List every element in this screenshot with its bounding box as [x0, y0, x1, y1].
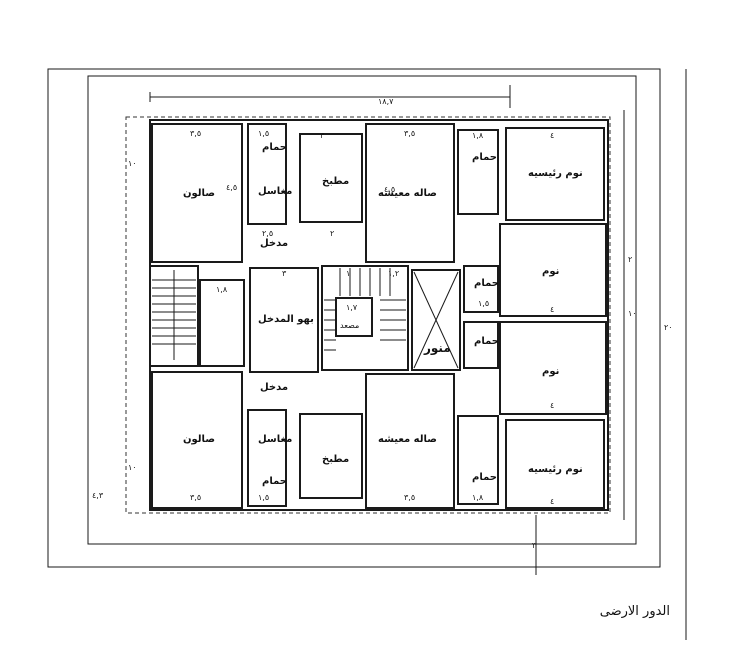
floor-caption: الدور الارضى — [599, 604, 670, 619]
dim-label: ٣,٥ — [190, 493, 201, 502]
dim-label: ١,٨ — [472, 131, 484, 140]
entrance-top-label: مدخل — [260, 238, 288, 249]
room-bath-bottom-left — [247, 409, 287, 507]
dim-label: ٤ — [550, 305, 554, 314]
bath-mid-top-label: حمام — [474, 278, 499, 289]
dim-label: ٢ — [628, 255, 632, 264]
master-bed-bottom-label: نوم رئيسيه — [528, 464, 583, 475]
washbasin-bottom-label: مغاسل — [258, 434, 292, 445]
salon-bottom-label: صالون — [183, 434, 215, 445]
dim-label: ٤,٥ — [226, 183, 237, 192]
dim-label: ٣,٥ — [404, 129, 415, 138]
living-bottom-label: صاله معيشه — [378, 434, 437, 445]
bed-top-label: نوم — [542, 266, 559, 277]
dim-label: ٢,٥ — [262, 229, 273, 238]
dim-label: ١,٥ — [478, 299, 489, 308]
dim-label: ١,٢ — [388, 269, 399, 278]
bath-top-right-label: حمام — [472, 152, 497, 163]
dim-label: ١٠ — [628, 309, 637, 318]
room-kitchen-top — [299, 133, 363, 223]
room-bath-mid-top — [463, 265, 499, 313]
room-bed-bottom — [499, 321, 607, 415]
dim-label: ٤ — [550, 497, 554, 506]
bath-bottom-right-label: حمام — [472, 472, 497, 483]
kitchen-bottom-label: مطبخ — [322, 454, 349, 465]
dim-label: ٢٠ — [664, 323, 673, 332]
salon-top-label: صالون — [183, 188, 215, 199]
dim-label: ١ — [346, 269, 350, 278]
dim-label: ١,٥ — [258, 129, 269, 138]
plot-boundary-inner — [87, 75, 637, 545]
dim-label: ٣ — [320, 131, 325, 140]
lightwell-cross — [413, 271, 459, 369]
room-bath-top-right — [457, 129, 499, 215]
main-stair — [321, 265, 409, 371]
bed-bottom-label: نوم — [542, 366, 559, 377]
dim-label: ٤ — [550, 401, 554, 410]
elevator-label: مصعد — [340, 321, 359, 330]
dim-label: ٣,٥ — [404, 493, 415, 502]
building-outline — [125, 116, 611, 514]
stair-treads — [152, 270, 196, 360]
dim-label: ١٠ — [128, 159, 137, 168]
dim-label: ٤ — [550, 131, 554, 140]
room-master-bed-top — [505, 127, 605, 221]
dim-label: ٤,٣ — [92, 491, 104, 500]
kitchen-top-label: مطبخ — [322, 176, 349, 187]
room-kitchen-bottom — [299, 413, 363, 499]
dim-label: ١,٨ — [472, 493, 484, 502]
plot-boundary-outer — [47, 68, 661, 568]
dim-label: ١,٧ — [346, 303, 358, 312]
dim-label: ٢ — [330, 229, 334, 238]
room-salon-top — [151, 123, 243, 263]
bath-top-left-label: حمام — [262, 142, 287, 153]
entrance-bottom-label: مدخل — [260, 382, 288, 393]
dim-label: ١,٨ — [216, 285, 228, 294]
room-salon-bottom — [151, 371, 243, 509]
washbasin-top-label: مغاسل — [258, 186, 292, 197]
dim-label: ١,٥ — [258, 493, 269, 502]
overall-width-label: ١٨,٧ — [378, 97, 394, 106]
lobby-label: بهو المدخل — [258, 314, 314, 325]
elevator-shaft — [335, 297, 373, 337]
bath-bottom-left-label: حمام — [262, 476, 287, 487]
dim-label: ١٠ — [128, 463, 137, 472]
dim-label: ٤,٥ — [384, 185, 395, 194]
room-bed-top — [499, 223, 607, 317]
stair-landing — [199, 279, 245, 367]
dim-label: ٣,٥ — [190, 129, 201, 138]
bath-mid-bottom-label: حمام — [474, 336, 499, 347]
dim-label: ٣ — [282, 269, 287, 278]
room-master-bed-bottom — [505, 419, 605, 509]
lightwell-label: منور — [423, 341, 451, 356]
living-top-label: صاله معيشه — [378, 188, 437, 199]
room-bath-top-left — [247, 123, 287, 225]
stair-left — [149, 265, 199, 367]
room-lobby — [249, 267, 319, 373]
room-living-bottom — [365, 373, 455, 509]
room-bath-mid-bottom — [463, 321, 499, 369]
room-bath-bottom-right — [457, 415, 499, 505]
room-lightwell — [411, 269, 461, 371]
room-living-top — [365, 123, 455, 263]
main-stair-treads — [324, 268, 406, 351]
dim-label: ٣ — [532, 541, 537, 550]
master-bed-top-label: نوم رئيسيه — [528, 168, 583, 179]
